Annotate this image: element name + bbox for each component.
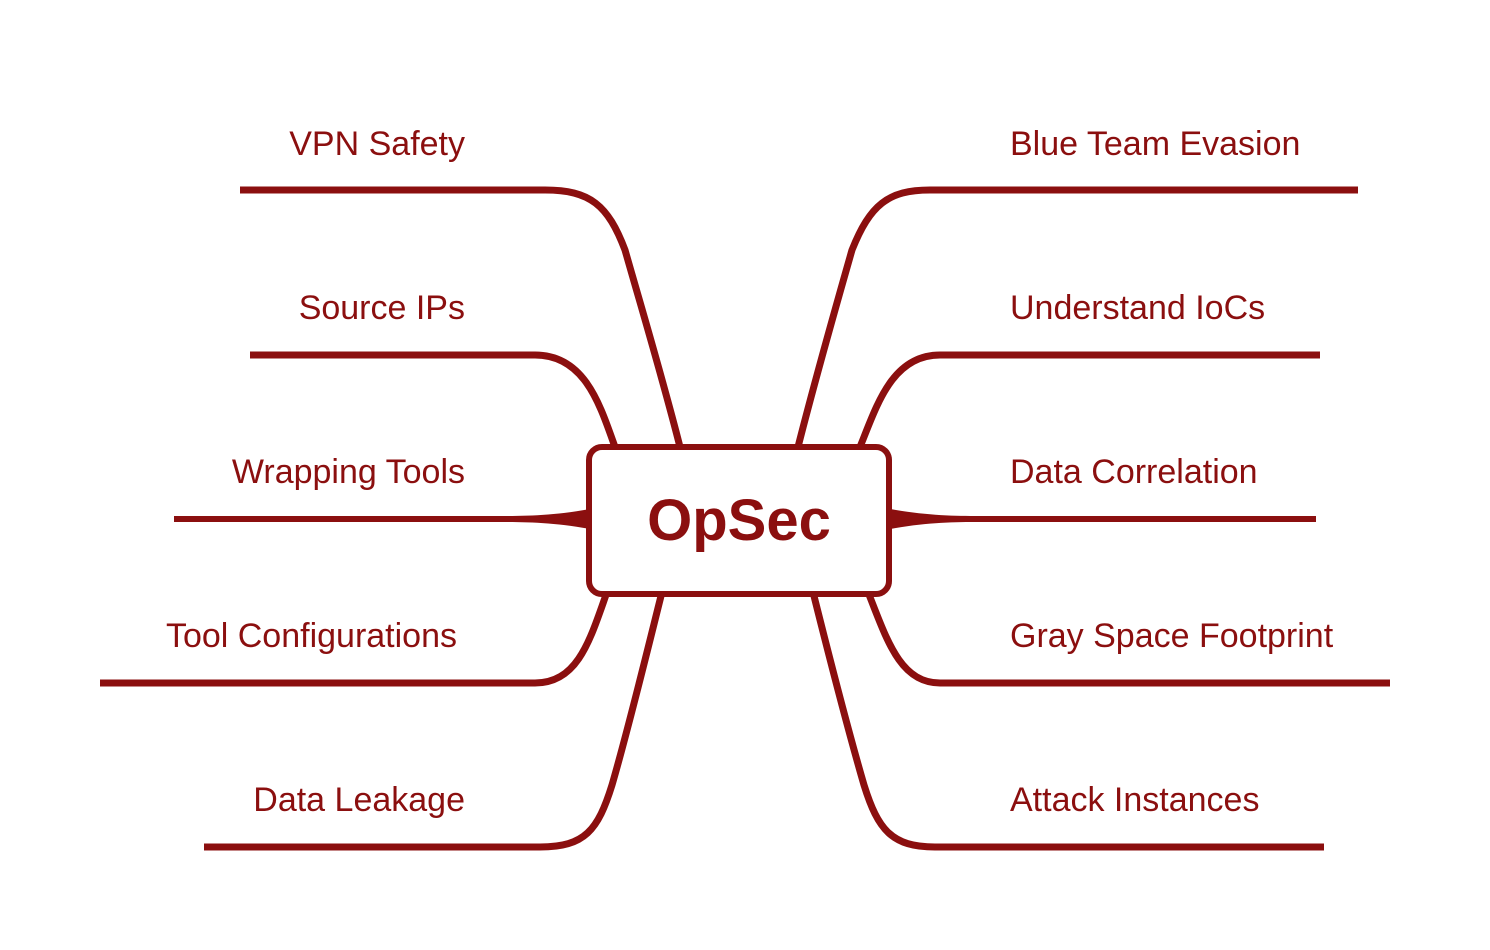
branch-connector xyxy=(856,351,1320,449)
branch-label: Tool Configurations xyxy=(166,617,457,655)
center-node-label: OpSec xyxy=(647,488,831,553)
right-branch-4: Gray Space Footprint xyxy=(864,590,1390,687)
left-branch-3: Wrapping Tools xyxy=(174,453,595,530)
center-node: OpSec xyxy=(586,444,892,597)
branch-label: Attack Instances xyxy=(1010,781,1259,819)
branch-label: Data Correlation xyxy=(1010,453,1258,491)
branch-connector xyxy=(250,351,619,449)
branch-connector xyxy=(794,186,1358,448)
left-branch-5: Data Leakage xyxy=(204,591,666,851)
branch-label: Wrapping Tools xyxy=(232,453,465,491)
right-branch-2: Understand IoCs xyxy=(856,289,1320,449)
branch-label: Data Leakage xyxy=(253,781,465,819)
branch-connector xyxy=(100,590,611,687)
center-node-box xyxy=(586,444,892,597)
branch-connector xyxy=(864,590,1390,687)
branch-label: Source IPs xyxy=(299,289,465,327)
left-branch-2: Source IPs xyxy=(250,289,619,449)
branch-label: Blue Team Evasion xyxy=(1010,125,1300,163)
branch-connector xyxy=(809,591,1324,851)
branch-connector xyxy=(505,508,595,530)
branch-connector xyxy=(240,186,684,448)
branch-label: VPN Safety xyxy=(289,125,465,163)
left-branch-4: Tool Configurations xyxy=(100,590,611,687)
branch-connector xyxy=(204,591,666,851)
left-branch-1: VPN Safety xyxy=(240,125,684,448)
right-branch-3: Data Correlation xyxy=(885,453,1316,530)
branch-label: Understand IoCs xyxy=(1010,289,1265,327)
branch-connector xyxy=(885,508,975,530)
right-branch-5: Attack Instances xyxy=(809,591,1324,851)
branch-label: Gray Space Footprint xyxy=(1010,617,1334,655)
right-branch-1: Blue Team Evasion xyxy=(794,125,1358,448)
